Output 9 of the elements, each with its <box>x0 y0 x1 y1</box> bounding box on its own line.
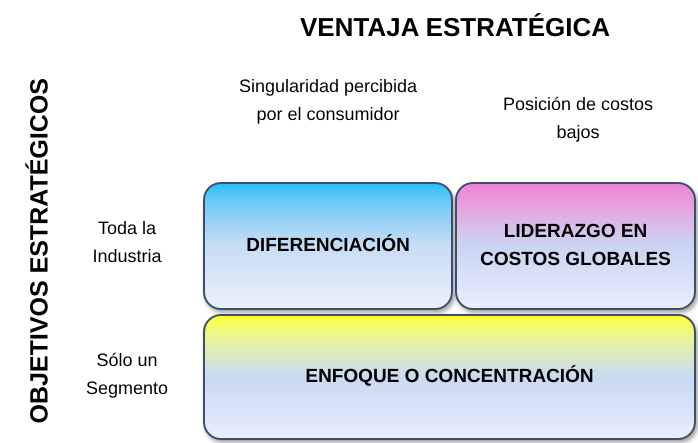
strategy-box: DIFERENCIACIÓN <box>203 182 453 310</box>
axis-label: Posición de costos bajos <box>502 93 654 144</box>
axis-label: Toda la Industria <box>91 217 163 268</box>
title: VENTAJA ESTRATÉGICA <box>298 11 612 44</box>
axis-title: OBJETIVOS ESTRATÉGICOS <box>24 77 54 426</box>
axis-label: Singularidad percibida por el consumidor <box>238 75 418 126</box>
axis-label: Sólo un Segmento <box>84 349 170 400</box>
strategy-box: LIDERAZGO EN COSTOS GLOBALES <box>455 182 696 310</box>
strategy-box: ENFOQUE O CONCENTRACIÓN <box>203 314 696 440</box>
